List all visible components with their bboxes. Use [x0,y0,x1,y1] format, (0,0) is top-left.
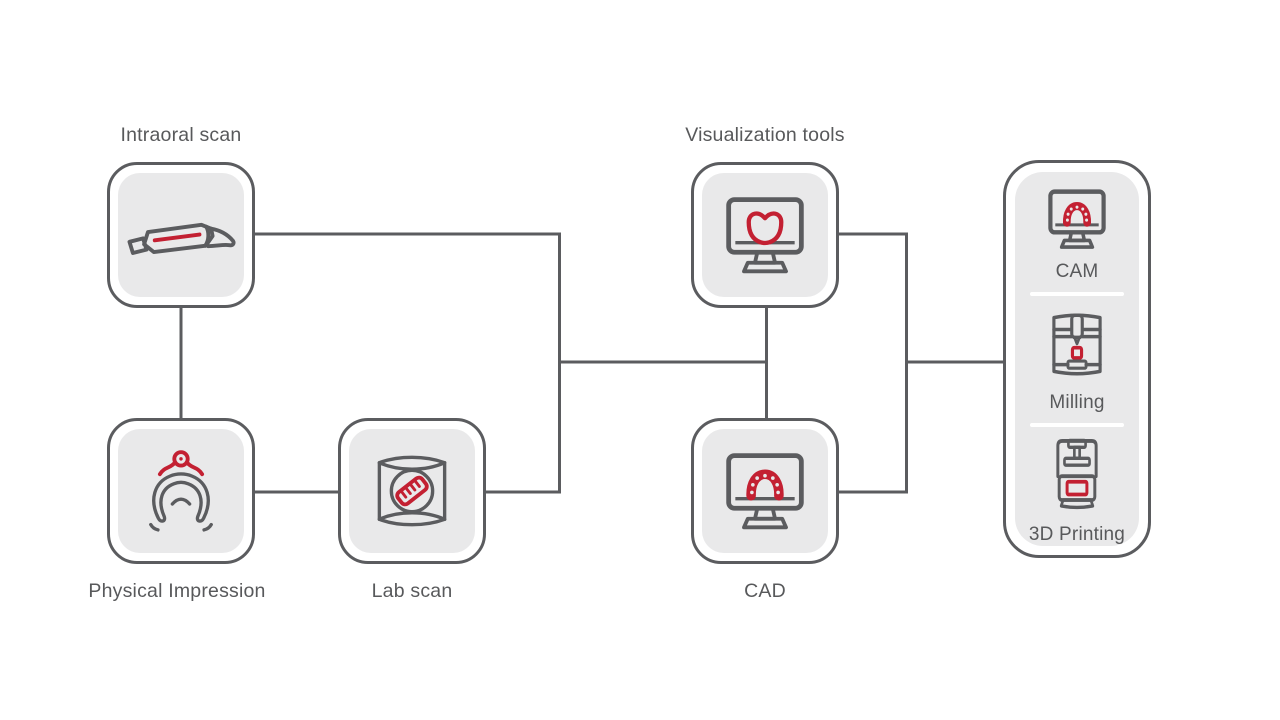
node-visualization-tools [691,162,839,308]
node-intraoral-scan [107,162,255,308]
manufacturing-panel: CAM Milling [1003,160,1151,558]
panel-label-3d-printing: 3D Printing [1028,524,1126,545]
panel-label-cam: CAM [1055,261,1099,282]
monitor-arch-icon [1048,189,1106,249]
monitor-arch-icon [726,453,804,530]
monitor-tooth-icon [726,197,804,274]
connections-group [179,232,1003,494]
panel-divider [1030,423,1124,427]
node-cad [691,418,839,564]
node-label-physical-impression: Physical Impression [88,580,266,602]
panel-divider [1030,292,1124,296]
3d-printer-icon [1056,438,1098,510]
node-label-visualization-tools: Visualization tools [685,124,845,146]
node-lab-scan [338,418,486,564]
node-physical-impression [107,418,255,564]
impression-tray-icon [149,450,213,532]
node-label-cad: CAD [744,580,786,602]
milling-machine-icon [1052,313,1102,376]
intraoral-scanner-icon [127,222,236,255]
lab-scanner-icon [377,455,447,527]
panel-label-milling: Milling [1049,392,1105,413]
node-label-intraoral-scan: Intraoral scan [120,124,242,146]
node-label-lab-scan: Lab scan [371,580,453,602]
